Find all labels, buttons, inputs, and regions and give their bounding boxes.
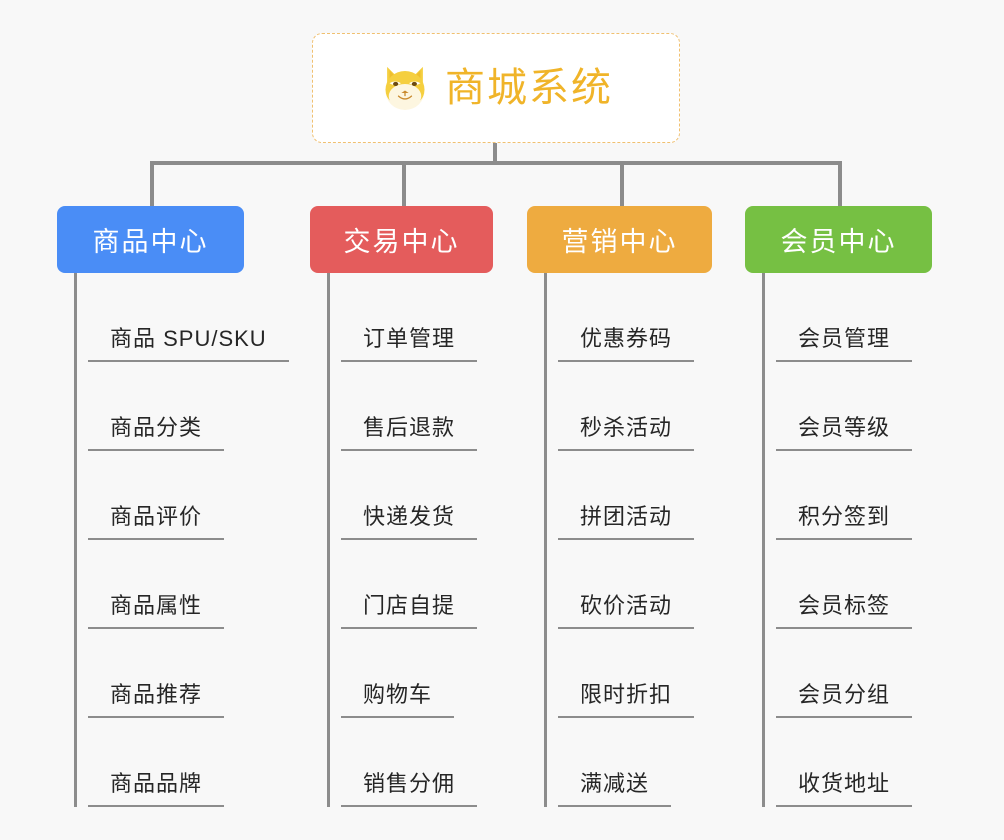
list-item-label: 订单管理 — [341, 324, 478, 362]
list-item[interactable]: 销售分佣 — [330, 718, 493, 807]
list-item-label: 限时折扣 — [558, 680, 695, 718]
list-item-label: 会员标签 — [776, 591, 913, 629]
category-label: 会员中心 — [780, 227, 897, 257]
list-item[interactable]: 售后退款 — [330, 362, 493, 451]
list-item-label: 满减送 — [558, 769, 672, 807]
list-item[interactable]: 秒杀活动 — [547, 362, 712, 451]
list-item-label: 拼团活动 — [558, 502, 695, 540]
list-item[interactable]: 会员分组 — [765, 629, 932, 718]
list-item[interactable]: 购物车 — [330, 629, 493, 718]
list-item-label: 商品品牌 — [88, 769, 225, 807]
list-item[interactable]: 商品 SPU/SKU — [77, 273, 289, 362]
connector-drop-2 — [620, 161, 624, 207]
list-item[interactable]: 商品分类 — [77, 362, 244, 451]
list-item-label: 优惠券码 — [558, 324, 695, 362]
list-item-label: 购物车 — [341, 680, 455, 718]
list-item[interactable]: 订单管理 — [330, 273, 493, 362]
list-item[interactable]: 商品属性 — [77, 540, 244, 629]
category-box-3[interactable]: 会员中心 — [745, 206, 932, 273]
list-item[interactable]: 门店自提 — [330, 540, 493, 629]
branch-column-2: 营销中心优惠券码秒杀活动拼团活动砍价活动限时折扣满减送 — [527, 206, 712, 807]
list-item[interactable]: 优惠券码 — [547, 273, 712, 362]
sub-list-0: 商品 SPU/SKU 商品分类商品评价商品属性商品推荐商品品牌 — [74, 273, 289, 807]
list-item-label: 会员管理 — [776, 324, 913, 362]
root-title: 商城系统 — [445, 66, 613, 110]
list-item-label: 快递发货 — [341, 502, 478, 540]
list-item[interactable]: 收货地址 — [765, 718, 932, 807]
sub-list-3: 会员管理会员等级积分签到会员标签会员分组收货地址 — [762, 273, 932, 807]
branch-column-3: 会员中心会员管理会员等级积分签到会员标签会员分组收货地址 — [745, 206, 932, 807]
list-item-label: 商品分类 — [88, 413, 225, 451]
list-item-label: 积分签到 — [776, 502, 913, 540]
list-item-label: 商品推荐 — [88, 680, 225, 718]
list-item-label: 商品属性 — [88, 591, 225, 629]
list-item[interactable]: 会员管理 — [765, 273, 932, 362]
list-item[interactable]: 拼团活动 — [547, 451, 712, 540]
list-item[interactable]: 商品推荐 — [77, 629, 244, 718]
connector-drop-1 — [402, 161, 406, 207]
list-item-label: 会员等级 — [776, 413, 913, 451]
connector-drop-3 — [838, 161, 842, 207]
list-item-label: 秒杀活动 — [558, 413, 695, 451]
branch-column-1: 交易中心订单管理售后退款快递发货门店自提购物车销售分佣 — [310, 206, 493, 807]
list-item-label: 砍价活动 — [558, 591, 695, 629]
list-item[interactable]: 会员标签 — [765, 540, 932, 629]
list-item-label: 会员分组 — [776, 680, 913, 718]
category-label: 交易中心 — [343, 227, 460, 257]
category-label: 商品中心 — [92, 227, 209, 257]
list-item[interactable]: 积分签到 — [765, 451, 932, 540]
list-item[interactable]: 限时折扣 — [547, 629, 712, 718]
category-box-1[interactable]: 交易中心 — [310, 206, 493, 273]
list-item-label: 商品评价 — [88, 502, 225, 540]
list-item[interactable]: 商品评价 — [77, 451, 244, 540]
category-box-2[interactable]: 营销中心 — [527, 206, 712, 273]
list-item-label: 售后退款 — [341, 413, 478, 451]
list-item[interactable]: 商品品牌 — [77, 718, 244, 807]
category-box-0[interactable]: 商品中心 — [57, 206, 244, 273]
list-item-label: 商品 SPU/SKU — [88, 324, 289, 362]
connector-horizontal-bus — [150, 161, 842, 165]
list-item-label: 门店自提 — [341, 591, 478, 629]
sub-list-2: 优惠券码秒杀活动拼团活动砍价活动限时折扣满减送 — [544, 273, 712, 807]
branch-column-0: 商品中心商品 SPU/SKU 商品分类商品评价商品属性商品推荐商品品牌 — [57, 206, 289, 807]
connector-drop-0 — [150, 161, 154, 207]
list-item-label: 收货地址 — [776, 769, 913, 807]
sub-list-1: 订单管理售后退款快递发货门店自提购物车销售分佣 — [327, 273, 493, 807]
list-item-label: 销售分佣 — [341, 769, 478, 807]
shiba-dog-face-icon — [385, 66, 425, 110]
category-label: 营销中心 — [561, 227, 678, 257]
root-node-mall-system[interactable]: 商城系统 — [312, 33, 680, 143]
list-item[interactable]: 快递发货 — [330, 451, 493, 540]
list-item[interactable]: 砍价活动 — [547, 540, 712, 629]
connector-root-stem — [493, 143, 497, 165]
list-item[interactable]: 满减送 — [547, 718, 712, 807]
list-item[interactable]: 会员等级 — [765, 362, 932, 451]
